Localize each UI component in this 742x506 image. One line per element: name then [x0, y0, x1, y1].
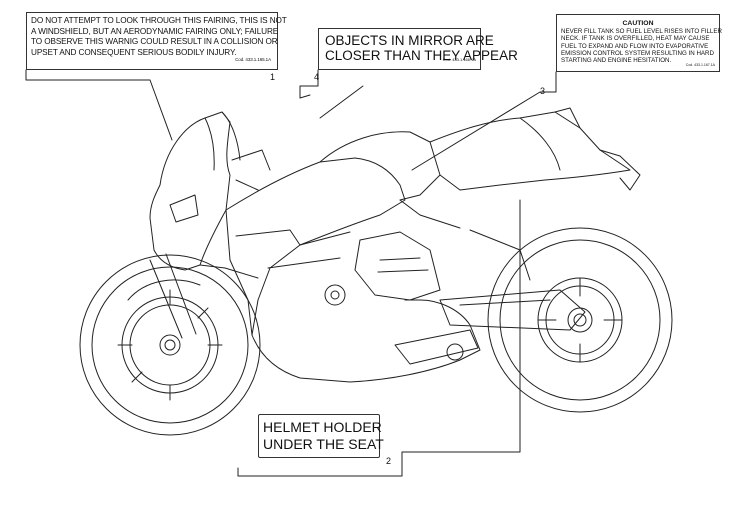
front-fork	[149, 253, 197, 339]
side-fairing	[225, 157, 481, 383]
mirror-warning-line: OBJECTS IN MIRROR ARE	[325, 33, 494, 48]
fuel-caution-title: CAUTION	[622, 20, 654, 27]
fuel-caution-line: NEVER FILL TANK SO FUEL LEVEL RISES INTO…	[561, 28, 722, 36]
leader-lines	[25, 69, 557, 477]
helmet-holder-line: HELMET HOLDER	[263, 419, 382, 435]
license-holder	[599, 149, 641, 191]
callout-number-1: 1	[270, 72, 276, 82]
leader-line-1	[25, 69, 173, 141]
seat-tail	[429, 111, 631, 191]
leader-line-2	[237, 199, 521, 477]
fuel-caution-label: CAUTION NEVER FILL TANK SO FUEL LEVEL RI…	[556, 14, 722, 72]
exhaust	[394, 329, 479, 365]
front-wheel	[79, 254, 261, 436]
fuel-tank	[319, 131, 441, 201]
helmet-holder-label: HELMET HOLDER UNDER THE SEAT	[258, 414, 384, 458]
fairing-warning-code: Cod. 433.1.165.1A	[235, 57, 271, 63]
callout-number-4: 4	[314, 72, 320, 82]
fuel-caution-line: NECK. IF TANK IS OVERFILLED, HEAT MAY CA…	[561, 35, 710, 43]
fairing-warning-line: TO OBSERVE THIS WARNIG COULD RESULT IN A…	[31, 37, 278, 47]
callout-number-2: 2	[386, 456, 392, 466]
fuel-caution-line: STARTING AND ENGINE HESITATION.	[561, 57, 672, 65]
leader-line-3	[411, 71, 557, 171]
mirror-warning-code: Cod. 433.1.166.1A	[442, 57, 476, 62]
fuel-caution-line: EMISSION CONTROL SYSTEM RESULTING IN HAR…	[561, 49, 714, 57]
fairing-warning-line: A WINDSHIELD, BUT AN AERODYNAMIC FAIRING…	[31, 26, 279, 36]
rear-wheel	[487, 227, 673, 413]
engine	[354, 231, 441, 301]
helmet-holder-line: UNDER THE SEAT	[263, 436, 384, 452]
swingarm	[439, 289, 586, 331]
callout-number-3: 3	[540, 86, 546, 96]
fairing-warning-line: UPSET AND CONSEQUENT SERIOUS BODILY INJU…	[31, 47, 237, 57]
front-fairing	[149, 111, 231, 271]
fuel-caution-line: FUEL TO EXPAND AND FLOW INTO EVAPORATIVE	[561, 42, 709, 50]
fairing-warning-line: DO NOT ATTEMPT TO LOOK THROUGH THIS FAIR…	[31, 16, 287, 25]
leader-line-4	[299, 69, 364, 119]
fairing-warning-label: DO NOT ATTEMPT TO LOOK THROUGH THIS FAIR…	[26, 12, 287, 70]
mirror-warning-line: CLOSER THAN THEY APPEAR	[325, 48, 518, 63]
fuel-caution-code: Cod. 433.1.167.1A	[685, 62, 715, 67]
mirror-warning-label: OBJECTS IN MIRROR ARE CLOSER THAN THEY A…	[318, 28, 518, 70]
